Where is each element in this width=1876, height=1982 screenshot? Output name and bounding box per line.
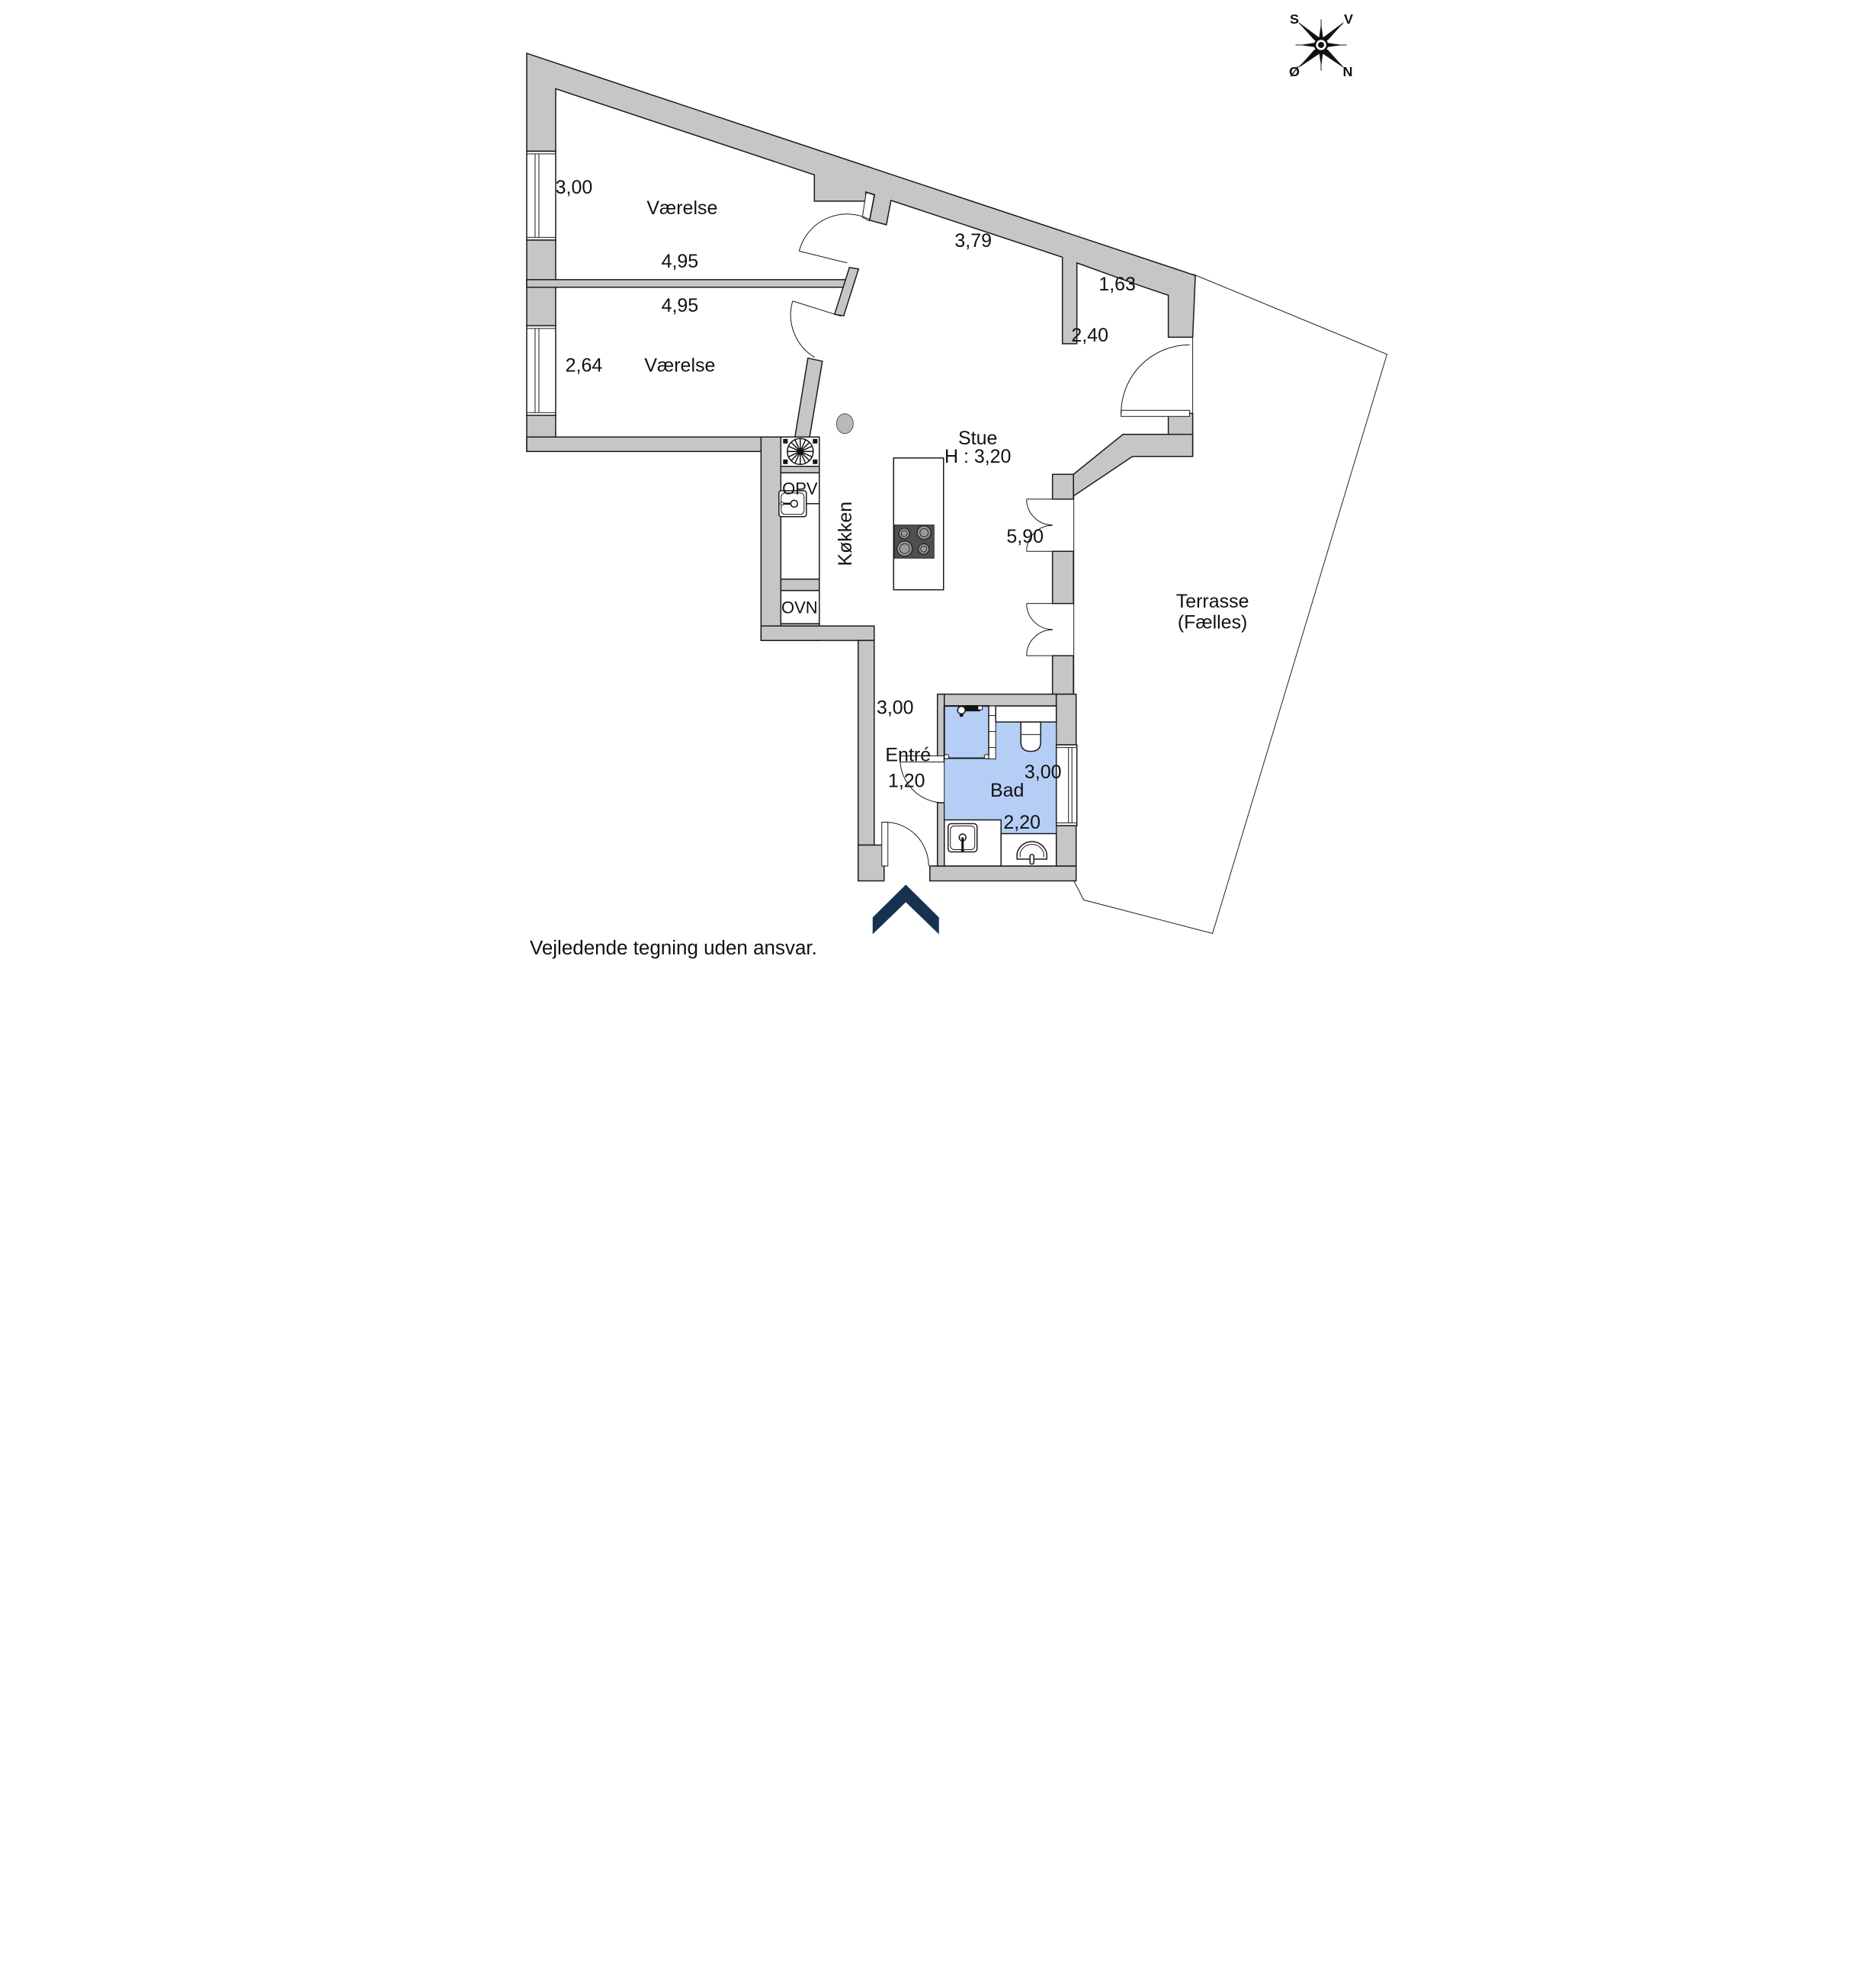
bath-name-label: Bad <box>989 780 1023 801</box>
bedroom2-height-label: 2,64 <box>565 354 602 376</box>
french-door-icon-2 <box>1025 603 1053 656</box>
bath-east-wall-upper <box>1055 693 1076 746</box>
walls <box>525 52 1196 882</box>
kitchen-west-wall <box>760 436 784 641</box>
stue-east-wall-c <box>1051 655 1074 695</box>
entry-door-label: 1,20 <box>887 771 925 792</box>
stue-east-wall-b <box>1051 550 1074 605</box>
bath-west-wall-lower <box>936 802 944 867</box>
shower-icon <box>943 705 989 760</box>
bedroom1-height-label: 3,00 <box>555 177 592 198</box>
stue-east-wall-a <box>1051 473 1074 500</box>
doors <box>790 213 1190 867</box>
door-arc-icon-bedroom1 <box>798 213 870 264</box>
toilet-icon <box>1019 721 1041 752</box>
labels: 3,00 Værelse 4,95 4,95 2,64 Værelse 3,79… <box>555 177 1249 833</box>
entrance-arrow-icon <box>872 884 939 935</box>
kitchen-fan-icon <box>780 436 820 467</box>
door-arc-icon-entrance <box>880 822 929 867</box>
compass-west-label: V <box>1344 11 1353 27</box>
kitchen-sink-icon <box>778 489 820 580</box>
compass-east-label: Ø <box>1289 64 1300 79</box>
shower-partition <box>988 705 996 760</box>
bedroom2-right-wall <box>794 357 823 439</box>
door-arc-icon-bedroom2 <box>790 300 841 358</box>
door-arc-icon-terrace <box>1120 344 1190 417</box>
bath-sink-icon <box>947 823 977 853</box>
floorplan-canvas: 3,00 Værelse 4,95 4,95 2,64 Værelse 3,79… <box>469 0 1407 991</box>
oven-box <box>780 589 820 624</box>
stue-topwall-label: 3,79 <box>954 230 992 252</box>
kitchen-island <box>893 457 944 591</box>
terrace-subname-label: (Fælles) <box>1177 612 1247 633</box>
entry-depth-label: 3,00 <box>876 698 913 719</box>
door-arc-icon-bath <box>899 755 944 803</box>
bath-north-wall <box>942 693 1057 707</box>
bedroom1-width-label: 4,95 <box>661 251 698 272</box>
compass-rose-icon: S V Ø N <box>1289 11 1353 79</box>
window-icon-bedroom1 <box>525 150 556 241</box>
bath-east-wall-lower <box>1055 825 1076 867</box>
bedroom1-name-label: Værelse <box>646 197 717 219</box>
entry-name-label: Entré <box>885 745 931 766</box>
bath-counter <box>994 705 1057 723</box>
compass-south-label: S <box>1290 11 1299 27</box>
windows <box>525 150 1077 826</box>
jamb-stub-1 <box>833 267 859 317</box>
stue-name-label: Stue <box>958 428 997 449</box>
top-wall <box>525 52 1196 345</box>
window-icon-bedroom2 <box>525 325 556 416</box>
bedroom2-bottom-wall <box>525 436 796 453</box>
floorplan-page: 3,00 Værelse 4,95 4,95 2,64 Værelse 3,79… <box>469 0 1407 991</box>
glass-wall-label: 5,90 <box>1006 526 1044 547</box>
kitchen-step-wall <box>760 625 875 641</box>
window-icon-bath <box>1055 744 1077 826</box>
compass-north-label: N <box>1342 64 1352 79</box>
washbasin-icon <box>1015 841 1047 865</box>
interroom-wall <box>525 279 846 288</box>
dishwasher-label: OPV <box>782 479 818 499</box>
corridor-corner-block <box>857 844 885 882</box>
bedroom2-name-label: Værelse <box>644 354 715 376</box>
disclaimer-text: Vejledende tegning uden ansvar. <box>529 936 816 959</box>
column-icon <box>835 413 854 435</box>
terrace-door-label: 2,40 <box>1071 325 1108 346</box>
doorway-slot <box>861 191 874 222</box>
bedroom2-width-label: 4,95 <box>661 295 698 316</box>
terrace-name-label: Terrasse <box>1175 591 1249 612</box>
kitchen <box>778 413 944 624</box>
stue-ceiling-label: H : 3,20 <box>944 446 1011 467</box>
nook-label: 1,63 <box>1098 274 1136 295</box>
french-door-icon-1 <box>1025 499 1053 552</box>
bath-width-label: 2,20 <box>1003 812 1041 833</box>
bottom-wall <box>928 865 1076 882</box>
bath-west-wall-upper <box>936 693 944 760</box>
bath-length-label: 3,00 <box>1024 762 1061 783</box>
kitchen-name-label: Køkken <box>834 502 855 566</box>
corridor-west-wall <box>857 640 875 846</box>
oven-label: OVN <box>781 598 818 617</box>
bathroom <box>943 705 1057 867</box>
